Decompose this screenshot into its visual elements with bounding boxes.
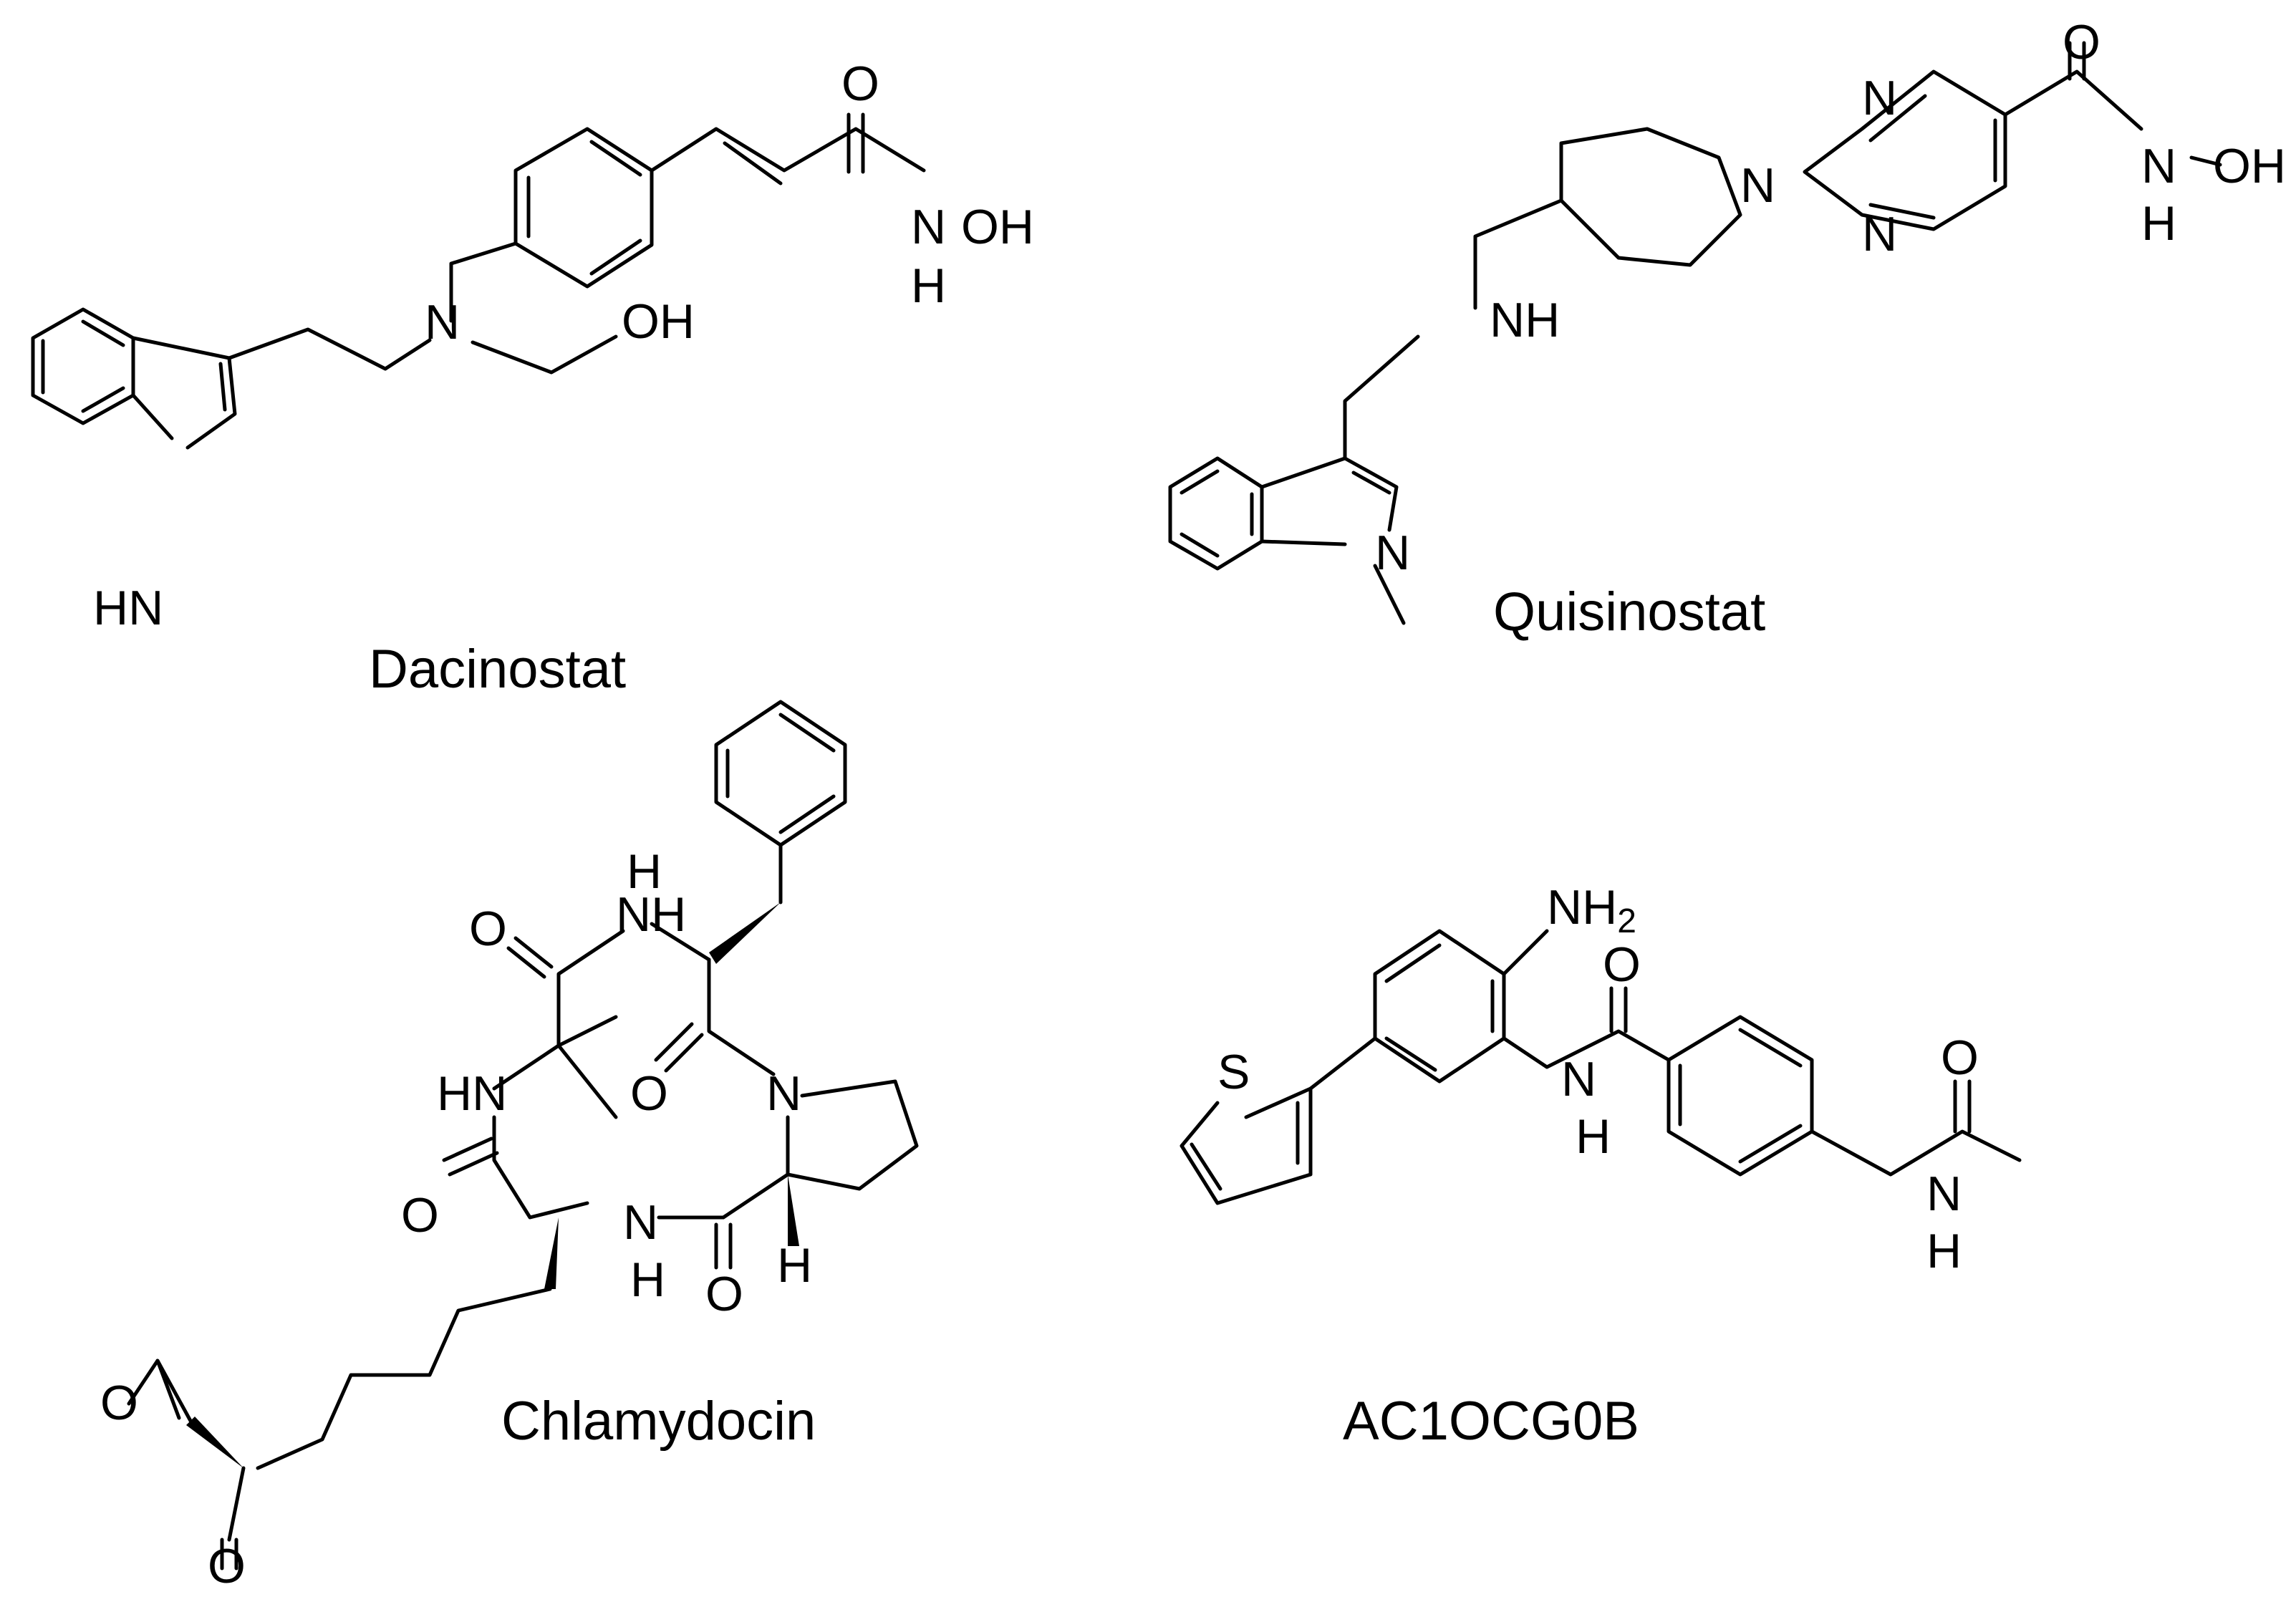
atom-h: H	[911, 259, 946, 313]
atom-o: O	[100, 1376, 138, 1430]
atom-o: O	[401, 1188, 439, 1243]
atom-h: H	[1926, 1224, 1962, 1278]
atom-hn: HN	[93, 581, 163, 635]
atom-s: S	[1217, 1045, 1250, 1099]
atom-h: H	[2141, 196, 2176, 251]
atom-n: N	[1862, 71, 1897, 125]
dacinostat-structure: HN N OH O N OH H Dacinostat	[31, 57, 1034, 700]
atom-o: O	[208, 1539, 246, 1593]
atom-hn: HN	[437, 1066, 507, 1121]
atom-h: H	[627, 844, 662, 899]
atom-n: N	[1375, 526, 1410, 580]
atom-n: N	[1740, 158, 1775, 213]
dacinostat-label: Dacinostat	[369, 639, 626, 700]
atom-n: N	[425, 295, 460, 349]
atom-nh: N	[1561, 1052, 1596, 1106]
atom-o: O	[2063, 15, 2100, 69]
atom-o: O	[1941, 1031, 1979, 1085]
atom-nh: NH	[616, 887, 686, 942]
atom-oh: OH	[2213, 139, 2286, 193]
atom-nh: NH	[1490, 293, 1560, 347]
atom-o: O	[841, 57, 879, 111]
chlamydocin-label: Chlamydocin	[501, 1391, 816, 1452]
quisinostat-structure: NH N N N N O N OH H Quisinostat	[1168, 15, 2286, 642]
atom-n: N	[1926, 1167, 1962, 1221]
atom-h: H	[777, 1238, 812, 1293]
atom-n: N	[1862, 207, 1897, 261]
atom-o: O	[469, 902, 507, 956]
ac1ocg0b-label: AC1OCG0B	[1343, 1391, 1639, 1452]
atom-oh: OH	[622, 294, 695, 349]
atom-o: O	[1603, 937, 1641, 992]
atom-o: O	[630, 1066, 668, 1121]
atom-n: N	[2141, 139, 2176, 193]
chlamydocin-structure: O NH H HN O N O N H O H O O Chlamydocin	[100, 700, 919, 1593]
atom-o: O	[705, 1267, 743, 1321]
atom-n: N	[766, 1066, 801, 1121]
atom-h: H	[1576, 1109, 1611, 1164]
ac1ocg0b-structure: S NH2 O N H O N H AC1OCG0B	[1180, 880, 2022, 1452]
atom-nh2: NH2	[1547, 880, 1636, 940]
atom-n: N	[623, 1195, 658, 1250]
atom-h: H	[630, 1253, 665, 1307]
quisinostat-label: Quisinostat	[1493, 582, 1765, 642]
atom-oh: OH	[961, 200, 1034, 254]
atom-n: N	[911, 200, 946, 254]
